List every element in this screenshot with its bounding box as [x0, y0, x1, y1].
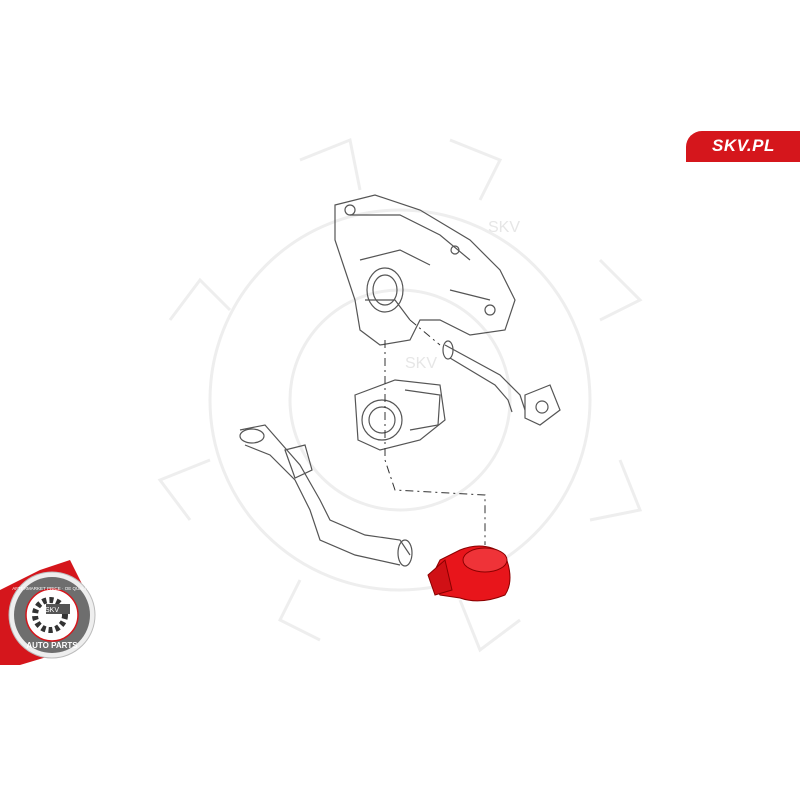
- watermark-text: SKV: [488, 219, 520, 236]
- intake-hose: [239, 424, 413, 567]
- watermark-gear: [157, 137, 643, 653]
- brand-label: SKV.PL: [712, 136, 775, 155]
- connector-lines: [384, 319, 486, 545]
- badge-center-text: SKV: [45, 607, 59, 614]
- watermark-text-2: SKV: [405, 355, 437, 372]
- egr-pipe: [442, 340, 561, 426]
- throttle-body: [354, 379, 446, 451]
- badge-top-text: AFTERMARKET PRICE · OE QUALITY: [12, 586, 91, 591]
- badge-bottom-text: AUTO PARTS: [26, 641, 78, 650]
- intake-manifold: [334, 194, 516, 346]
- brand-tab: [686, 131, 800, 162]
- skv-auto-parts-badge: [0, 560, 96, 665]
- highlighted-part-air-duct: [427, 545, 511, 602]
